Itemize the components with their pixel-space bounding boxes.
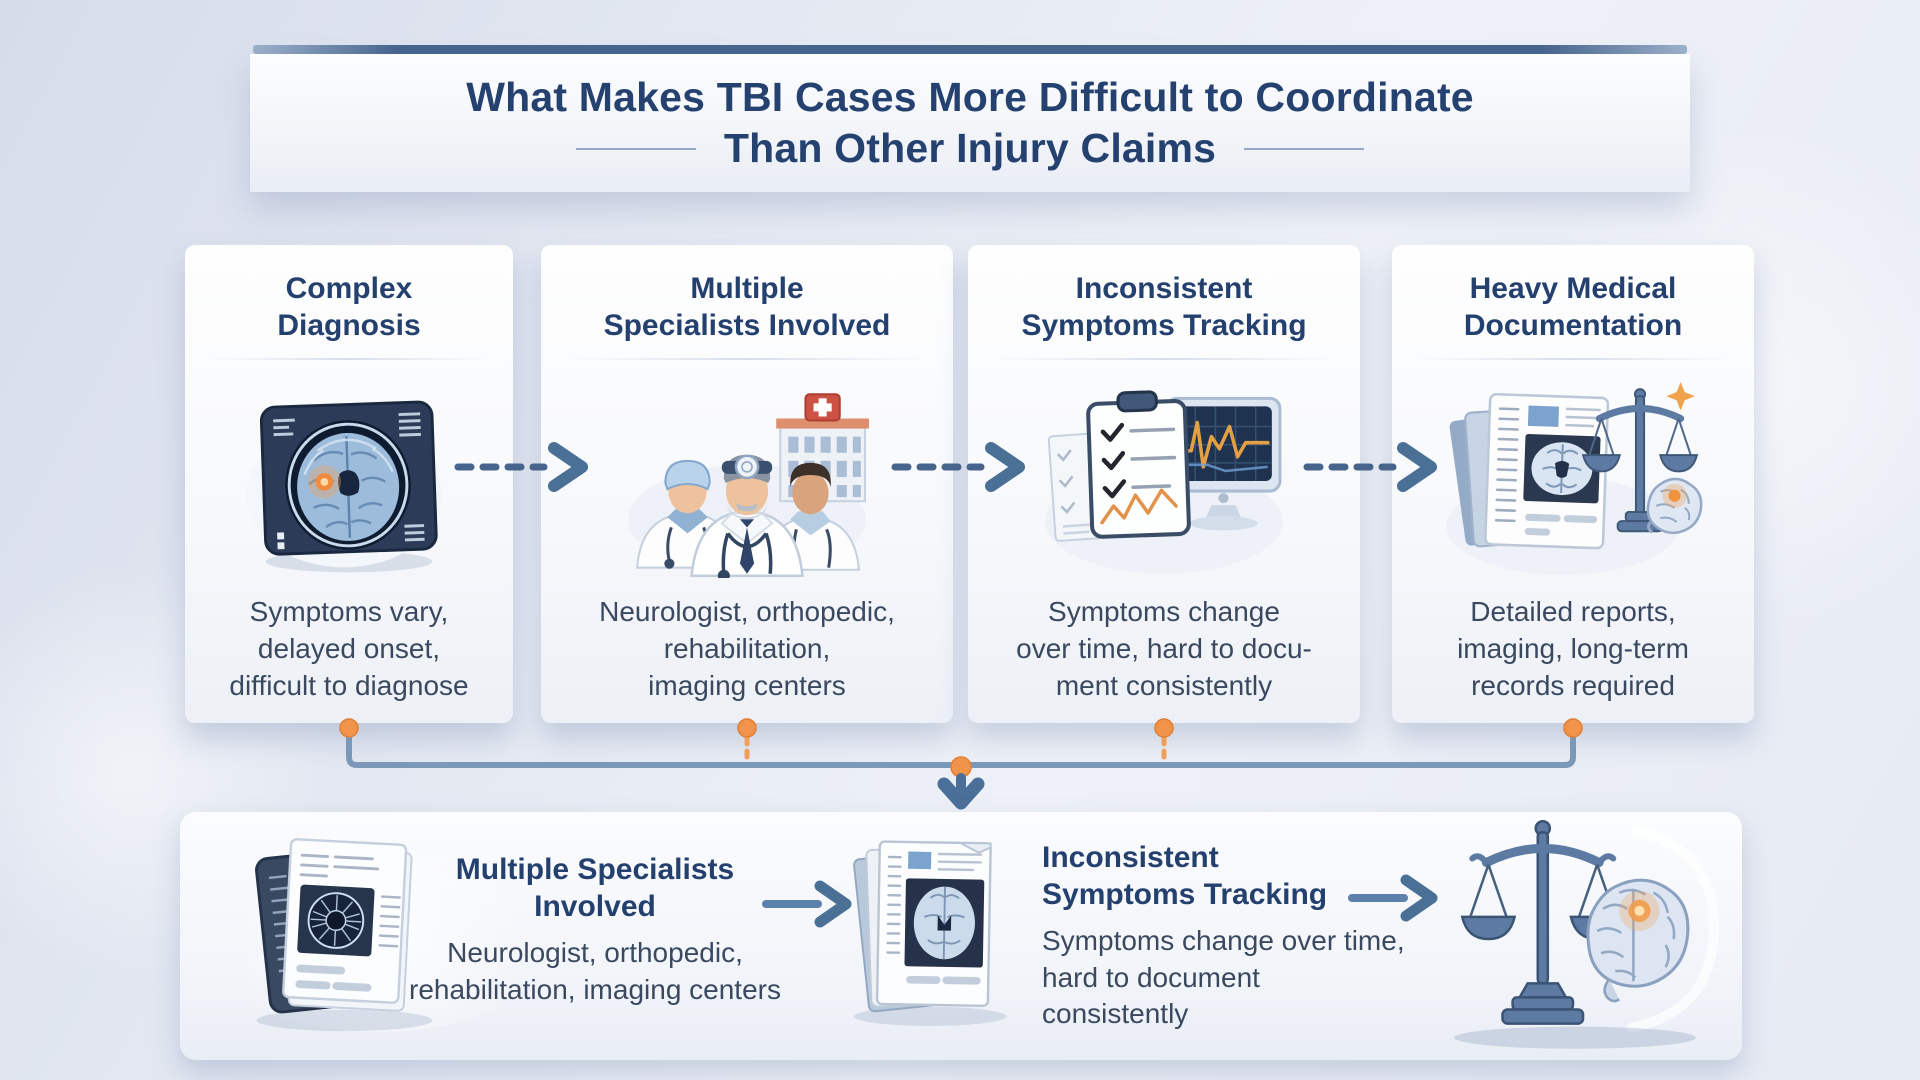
dashed-arrow-right-icon	[1303, 442, 1437, 492]
card-description-line: difficult to diagnose	[229, 670, 469, 702]
card-divider	[569, 358, 925, 361]
medical-report	[1484, 393, 1610, 550]
title-panel: What Makes TBI Cases More Difficult to C…	[250, 54, 1690, 192]
arrow-right-icon	[762, 880, 852, 928]
card-icon-area	[621, 362, 873, 579]
medical-report-brain-scan-icon	[255, 838, 433, 1032]
card-heading-line: Inconsistent	[1075, 272, 1253, 305]
card-description-line: Neurologist, orthopedic,	[599, 596, 895, 628]
title-line-1: What Makes TBI Cases More Difficult to C…	[466, 73, 1474, 120]
card-description: Neurologist, orthopedic, rehabilitation,…	[599, 594, 895, 705]
connector-dots	[339, 718, 1583, 778]
title-right-rule	[1244, 147, 1365, 150]
card-heading-line: Heavy Medical	[1469, 272, 1677, 305]
arrow-down-icon	[937, 773, 985, 810]
bottom-step-description: Symptoms change over time, hard to docum…	[1042, 923, 1412, 1032]
card-heading: Heavy Medical Documentation	[1464, 271, 1682, 344]
title-line-2: Than Other Injury Claims	[723, 125, 1217, 171]
bottom-step-description-line: Symptoms change over time,	[1042, 925, 1405, 957]
dashed-arrow-right-icon	[454, 442, 588, 492]
title-line-2-row: Than Other Injury Claims	[466, 123, 1474, 174]
dashed-arrow-right-icon	[891, 442, 1025, 492]
symptom-checklist	[1086, 390, 1191, 539]
justice-scales	[1581, 388, 1699, 533]
card-heading-line: Specialists Involved	[603, 308, 891, 342]
bottom-step-description-line: Neurologist, orthopedic,	[447, 937, 743, 969]
flow-connector	[339, 718, 1583, 810]
scales-and-brain-icon	[1454, 820, 1719, 1049]
card-heading-line: Complex	[285, 272, 413, 305]
bottom-step-heading-line: Symptoms Tracking	[1042, 877, 1328, 911]
arrow-right-icon	[1348, 874, 1438, 922]
brain-icon	[1646, 477, 1703, 535]
card-description-line: delayed onset,	[257, 633, 441, 665]
brain-icon	[1586, 878, 1690, 1003]
bottom-step-heading-line: Involved	[534, 889, 656, 923]
card-heavy-documentation: Heavy Medical Documentation	[1392, 245, 1754, 723]
bottom-step-description: Neurologist, orthopedic, rehabilitation,…	[400, 935, 790, 1008]
bottom-step-1: Multiple Specialists Involved Neurologis…	[400, 852, 790, 1008]
medical-records-scales-brain-icon	[1446, 382, 1703, 576]
card-description: Symptoms vary, delayed onset, difficult …	[229, 594, 468, 705]
bottom-summary-panel: Multiple Specialists Involved Neurologis…	[180, 812, 1742, 1060]
sparkle-icon	[1666, 382, 1695, 411]
card-icon-area	[1038, 362, 1290, 578]
card-heading: Multiple Specialists Involved	[604, 271, 891, 344]
bottom-step-heading-line: Inconsistent	[1042, 841, 1219, 874]
bottom-step-heading: Multiple Specialists Involved	[400, 852, 790, 925]
doctors-team-icon	[628, 393, 869, 579]
card-description-line: rehabilitation,	[663, 633, 831, 665]
bottom-step-heading-line: Multiple Specialists	[455, 853, 735, 886]
card-description-line: Detailed reports,	[1470, 596, 1676, 628]
card-heading-line: Diagnosis	[277, 308, 421, 342]
bottom-step-description-line: rehabilitation, imaging centers	[409, 973, 781, 1005]
card-description-line: records required	[1471, 670, 1675, 702]
bottom-step-description-line: hard to document consistently	[1042, 961, 1260, 1029]
card-description: Detailed reports, imaging, long-term rec…	[1457, 594, 1689, 705]
card-divider	[207, 358, 491, 361]
bottom-step-2: Inconsistent Symptoms Tracking Symptoms …	[1042, 840, 1412, 1032]
card-heading-line: Documentation	[1463, 308, 1683, 342]
symptom-checklist-monitor-icon	[1045, 390, 1283, 574]
card-heading-line: Symptoms Tracking	[1021, 308, 1307, 342]
title-left-rule	[575, 147, 696, 150]
card-divider	[1417, 358, 1729, 361]
bottom-step-heading: Inconsistent Symptoms Tracking	[1042, 840, 1412, 913]
page-title: What Makes TBI Cases More Difficult to C…	[466, 72, 1474, 175]
card-heading: Inconsistent Symptoms Tracking	[1021, 271, 1306, 344]
card-icon-area	[246, 362, 452, 578]
card-complex-diagnosis: Complex Diagnosis	[185, 245, 513, 723]
vitals-monitor	[1165, 397, 1282, 531]
card-heading: Complex Diagnosis	[277, 271, 420, 344]
brain-mri-scan-icon	[246, 400, 443, 573]
title-top-accent-bar	[253, 45, 1687, 54]
card-heading-line: Multiple	[690, 272, 804, 305]
card-description: Symptoms change over time, hard to docu-…	[1016, 594, 1312, 705]
card-icon-area	[1440, 362, 1706, 578]
medical-report-brain-scan-icon	[853, 840, 1007, 1026]
card-description-line: Symptoms vary,	[249, 596, 449, 628]
doctor-center	[690, 454, 804, 579]
card-description-line: imaging, long-term	[1457, 633, 1689, 665]
card-multiple-specialists: Multiple Specialists Involved	[541, 245, 953, 723]
card-description-line: over time, hard to docu-	[1016, 633, 1312, 665]
card-description-line: ment consistently	[1055, 670, 1273, 702]
card-divider	[995, 358, 1333, 361]
card-description-line: Symptoms change	[1048, 596, 1280, 628]
card-description-line: imaging centers	[648, 670, 846, 702]
card-inconsistent-symptoms: Inconsistent Symptoms Tracking	[968, 245, 1360, 723]
